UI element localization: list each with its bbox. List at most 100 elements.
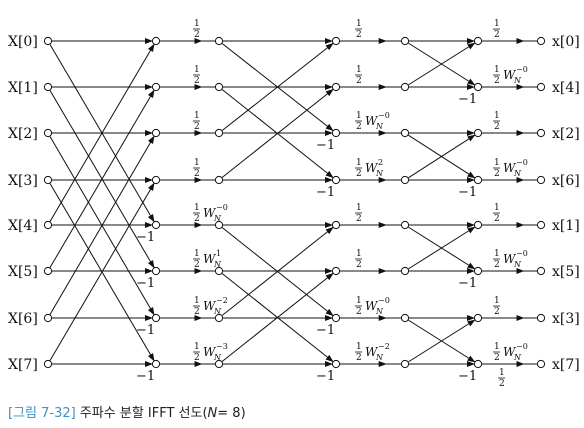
node-c6-r5 [536, 266, 546, 276]
stage3-label-0-num: 1 [494, 19, 500, 29]
stage1-label-3-den: 2 [194, 169, 200, 179]
stage1-minus-5: −1 [136, 276, 155, 291]
stage3-label-7-half-den: 2 [494, 353, 500, 363]
input-label-6: X[6] [8, 311, 38, 327]
input-label-7: X[7] [8, 357, 38, 373]
input-label-3: X[3] [8, 173, 38, 189]
stage3-cross-3 [408, 134, 476, 179]
stage1-label-5-w: W [203, 252, 217, 266]
stage2-label-2-half-den: 2 [356, 122, 362, 132]
stage3-extra-half-den: 2 [499, 379, 505, 389]
stage3-cross-1 [408, 42, 476, 86]
stage3-extra-half-num: 1 [499, 368, 505, 378]
node-c6-r2 [536, 128, 546, 138]
stage2-label-6-exp: −0 [378, 296, 390, 305]
node-c6-r6 [536, 313, 546, 323]
stage2-label-2-w: W [365, 114, 379, 128]
output-label-5: x[5] [552, 264, 580, 280]
stage3-label-1-w: W [503, 68, 517, 82]
stage1-label-5-sub: N [213, 260, 222, 269]
stage2-label-5-den: 2 [356, 260, 362, 270]
stage3-minus-5: −1 [458, 276, 477, 291]
stage3-label-4-den: 2 [494, 214, 500, 224]
node-c2-r1 [214, 82, 224, 92]
node-c0-r3 [43, 175, 53, 185]
stage2-label-2-exp: −0 [378, 111, 390, 120]
figure-caption: [그림 7-32] 주파수 분할 IFFT 선도(N= 8) [8, 402, 246, 421]
node-c4-r4 [400, 220, 410, 230]
caption-tag: [그림 7-32] [8, 406, 76, 421]
node-c5-r3 [473, 175, 483, 185]
stage3-label-5-half-den: 2 [494, 260, 500, 270]
node-c4-r5 [400, 266, 410, 276]
caption-n-symbol: N [207, 406, 218, 421]
node-c4-r1 [400, 82, 410, 92]
stage1-minus-4: −1 [136, 230, 155, 245]
stage2-label-1-den: 2 [356, 76, 362, 86]
stage1-label-7-half-num: 1 [194, 342, 200, 352]
stage3-label-1-half-den: 2 [494, 76, 500, 86]
stage3-label-5-half-num: 1 [494, 249, 500, 259]
node-c3-r0 [331, 36, 341, 46]
stage1-label-7-half-den: 2 [194, 353, 200, 363]
stage3-label-7-sub: N [513, 353, 522, 362]
stage2-label-0-num: 1 [356, 19, 362, 29]
stage3-label-3-half-num: 1 [494, 158, 500, 168]
stage1-minus-6: −1 [136, 323, 155, 338]
node-c0-r7 [43, 359, 53, 369]
output-label-7: x[7] [552, 357, 580, 373]
caption-n-value: = 8) [217, 406, 246, 421]
stage2-minus-7: −1 [316, 369, 335, 384]
stage1-label-0-num: 1 [194, 19, 200, 29]
stage3-label-5-exp: −0 [516, 249, 528, 258]
stage3-label-4-num: 1 [494, 203, 500, 213]
stage2-cross-7 [221, 272, 334, 362]
stage2-label-2-sub: N [375, 122, 384, 131]
node-c2-r3 [214, 175, 224, 185]
flow-nodes [43, 36, 546, 369]
stage1-label-1-den: 2 [194, 76, 200, 86]
stage3-cross-5 [408, 226, 476, 270]
node-c0-r5 [43, 266, 53, 276]
stage2-label-3-w: W [365, 161, 379, 175]
stage2-label-4-num: 1 [356, 203, 362, 213]
stage1-label-0-den: 2 [194, 30, 200, 40]
node-c1-r5 [151, 266, 161, 276]
node-c2-r5 [214, 266, 224, 276]
stage3-label-7-exp: −0 [516, 342, 528, 351]
stage1-label-7-w: W [203, 345, 217, 359]
node-c1-r7 [151, 359, 161, 369]
stage3-label-1-exp: −0 [516, 65, 528, 74]
stage1-label-6-exp: −2 [216, 296, 228, 305]
stage2-label-6-w: W [365, 299, 379, 313]
node-c1-r0 [151, 36, 161, 46]
ifft-flow-graph: X[0]X[1]X[2]X[3]X[4]X[5]X[6]X[7]x[0]x[4]… [8, 19, 580, 389]
node-c4-r3 [400, 175, 410, 185]
caption-text: 주파수 분할 IFFT 선도( [79, 406, 208, 421]
stage3-label-5-sub: N [513, 260, 522, 269]
node-c5-r4 [473, 220, 483, 230]
stage1-label-7-sub: N [213, 353, 222, 362]
stage3-cross-7 [408, 319, 476, 363]
node-c1-r4 [151, 220, 161, 230]
stage2-cross-3 [221, 88, 334, 178]
node-c5-r2 [473, 128, 483, 138]
node-c6-r1 [536, 82, 546, 92]
flow-wires [49, 38, 537, 367]
stage3-label-2-num: 1 [494, 111, 500, 121]
node-c5-r1 [473, 82, 483, 92]
stage2-label-7-half-den: 2 [356, 353, 362, 363]
stage1-label-2-den: 2 [194, 122, 200, 132]
node-c4-r6 [400, 313, 410, 323]
input-label-0: X[0] [8, 34, 38, 50]
node-c1-r1 [151, 82, 161, 92]
node-c6-r0 [536, 36, 546, 46]
stage2-label-7-exp: −2 [378, 342, 390, 351]
stage3-label-3-exp: −0 [516, 158, 528, 167]
node-c3-r2 [331, 128, 341, 138]
stage2-label-3-exp: 2 [378, 158, 383, 167]
stage3-minus-3: −1 [458, 185, 477, 200]
stage1-label-4-half-num: 1 [194, 203, 200, 213]
stage1-cross-5 [49, 89, 155, 268]
node-c4-r7 [400, 359, 410, 369]
